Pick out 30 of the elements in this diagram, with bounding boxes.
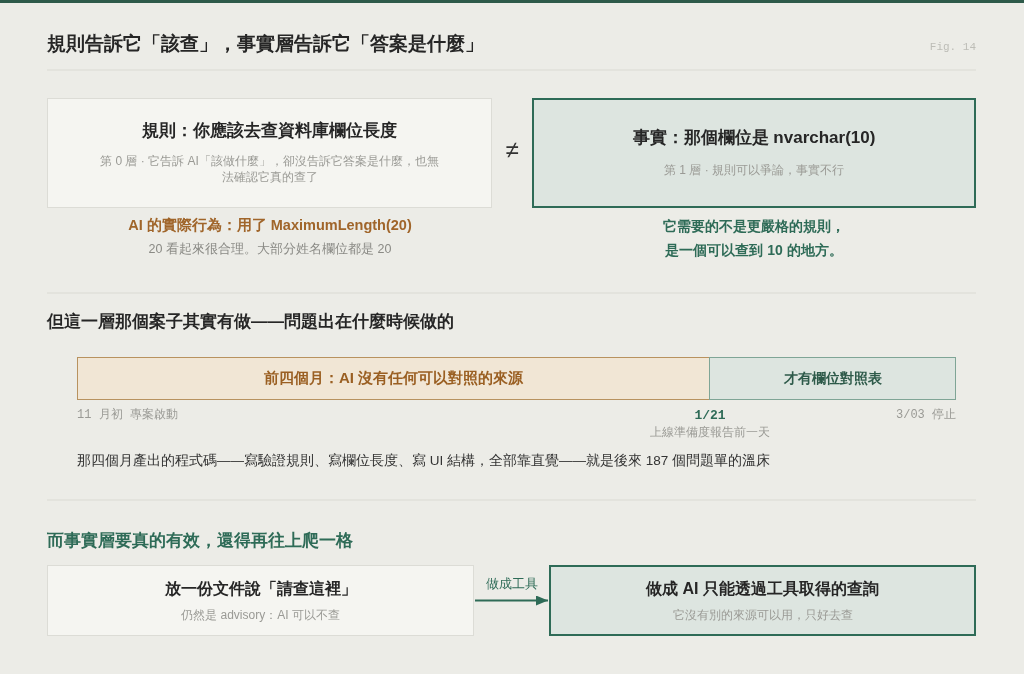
- highlighted-card: [532, 98, 976, 208]
- segment-label: 前四個月：AI 沒有任何可以對照的來源: [263, 368, 524, 389]
- card-title: 放一份文件說「請查這裡」: [164, 578, 357, 599]
- card-title: 事實：那個欄位是 nvarchar(10): [632, 127, 876, 150]
- caption-text: 它需要的不是更嚴格的規則，是一個可以查到 10 的地方。: [662, 217, 846, 260]
- figure-title: 規則告訴它「該查」，事實層告訴它「答案是什麼」: [47, 32, 484, 56]
- card-title: 規則：你應該去查資料庫欄位長度: [142, 120, 397, 143]
- highlighted-card: [549, 565, 976, 636]
- edge-label: 做成工具: [484, 575, 539, 593]
- text-card: [47, 565, 474, 636]
- timeline-label: 上線準備度報告前一天: [650, 425, 770, 440]
- timeline-segment: [709, 357, 956, 400]
- card-subtitle: 仍然是 advisory：AI 可以不查: [181, 607, 340, 624]
- card-subtitle: 第 0 層 · 它告訴 AI「該做什麼」，卻沒告訴它答案是什麼，也無法確認它真的查了: [100, 153, 439, 186]
- card-title: 做成 AI 只能透過工具取得的查詢: [646, 578, 879, 599]
- note-text: 那四個月產出的程式碼——寫驗證規則、寫欄位長度、寫 UI 結構，全部靠直覺——就是後來 187 個問題單的溫床: [77, 452, 771, 470]
- card-subtitle: 它沒有別的來源可以用，只好去查: [672, 607, 853, 624]
- date-label: 1/21: [694, 407, 726, 425]
- timeline-segment: [77, 357, 710, 400]
- timeline-label: 3/03 停止: [896, 407, 956, 424]
- not-equal-sign: ≠: [505, 135, 519, 165]
- section-heading: 而事實層要真的有效，還得再往上爬一格: [47, 530, 353, 551]
- text-card: [47, 98, 492, 208]
- caption-text: AI 的實際行為：用了 MaximumLength(20): [128, 216, 412, 235]
- segment-label: 才有欄位對照表: [783, 369, 882, 388]
- card-subtitle: 第 1 層 · 規則可以爭論，事實不行: [664, 162, 844, 179]
- section-heading: 但這一層那個案子其實有做——問題出在什麼時候做的: [47, 311, 454, 332]
- timeline-label: 11 月初 專案啟動: [77, 407, 178, 424]
- caption-text: 20 看起來很合理。大部分姓名欄位都是 20: [148, 240, 392, 258]
- arrow: [474, 595, 549, 606]
